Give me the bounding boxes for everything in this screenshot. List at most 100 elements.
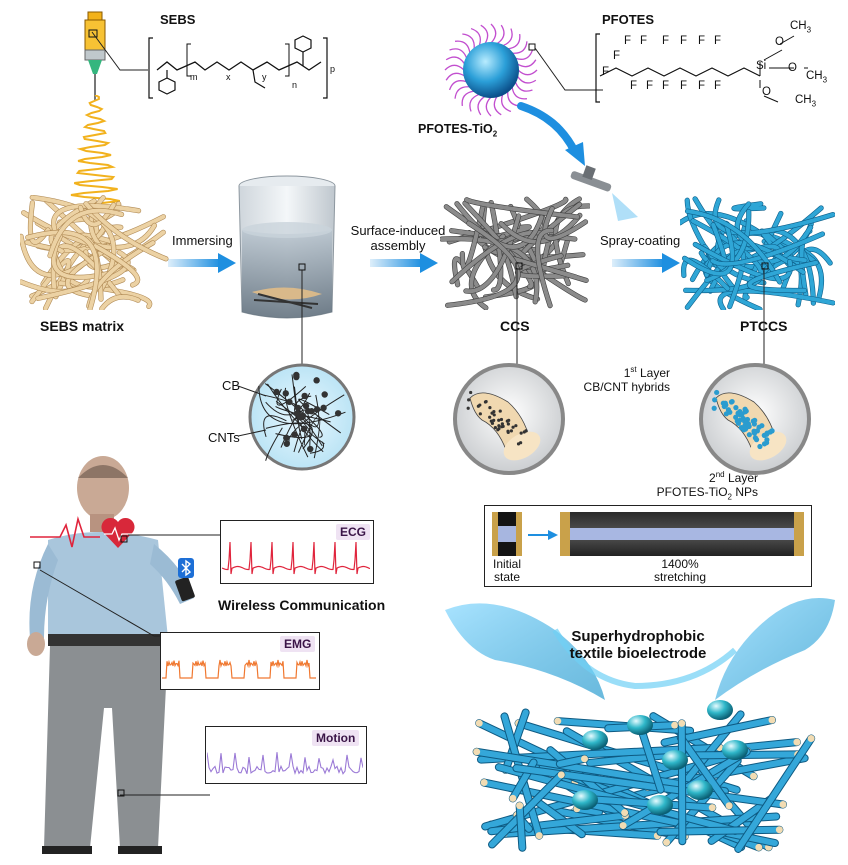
wireless-label: Wireless Communication [218, 597, 386, 613]
pfotes-atom-si: Si [756, 60, 767, 72]
cnts-pointer [238, 429, 267, 437]
emg-callout-line [39, 569, 162, 637]
ccs-image [440, 196, 590, 310]
cb-pointer [238, 385, 267, 397]
ecg-title: ECG [336, 524, 371, 540]
splash-line1: Superhydrophobic [571, 628, 705, 645]
pfotes-atom-f: F [714, 35, 722, 47]
layer2-suffix: NPs [731, 484, 758, 499]
pfotes-atom-o: O [775, 36, 784, 48]
layer2-sub: 2 [727, 492, 732, 502]
pfotes-tio2-text: PFOTES-TiO [418, 122, 493, 136]
pfotes-atom-o: O [762, 86, 771, 98]
layer2-sup: nd [715, 470, 725, 479]
motion-callout-line [120, 794, 210, 796]
layer1-label: 1st Layer CB/CNT hybrids [560, 365, 670, 395]
pfotes-tio2-particle [444, 23, 538, 117]
layer2-label: 2nd Layer PFOTES-TiO2 NPs [648, 470, 758, 501]
splash-line2: textile bioelectrode [569, 645, 707, 663]
pfotes-ch3-3: CH3 [795, 94, 816, 108]
stretched-sample [560, 512, 804, 556]
initial-sample [492, 512, 522, 556]
layer2-num: 2 [709, 471, 716, 485]
pfotes-atom-f: F [630, 80, 638, 92]
initial-line1: Initial [492, 557, 521, 571]
pfotes-atom-f: F [624, 35, 632, 47]
layer1-rest: Layer [636, 366, 670, 380]
person-illustration [27, 456, 195, 854]
sebs-matrix-image [20, 195, 169, 310]
ptccs-zoom-line [763, 268, 765, 368]
pfotes-ch3-2: CH3 [806, 70, 827, 84]
pfotes-atom-f: F [646, 80, 654, 92]
pfotes-atom-f: F [602, 66, 610, 78]
pfotes-atom-f: F [698, 80, 706, 92]
stretch-arrow [528, 530, 558, 540]
sebs-sub-n: n [292, 80, 298, 90]
arrow-assembly [370, 253, 438, 273]
layer1-line1: 1st Layer [560, 365, 670, 381]
immersing-label: Immersing [172, 233, 233, 248]
pfotes-structure [595, 33, 808, 103]
ccs-label: CCS [500, 318, 530, 334]
surface-assembly-label: Surface-induced assembly [350, 223, 446, 254]
ccs-zoom-line [516, 268, 518, 368]
motion-trace [207, 752, 363, 776]
pfotes-atom-f: F [698, 35, 706, 47]
layer1-sup: st [630, 365, 637, 374]
layer2-line1: 2nd Layer [648, 470, 758, 486]
pfotes-tio2-sub: 2 [492, 129, 498, 139]
electrospinning-jet [70, 95, 120, 206]
cnts-label: CNTs [208, 430, 240, 445]
heart-ecg-overlay [30, 515, 100, 548]
initial-state-label: Initial state [486, 557, 528, 585]
bluetooth-icon [178, 558, 194, 578]
pfotes-title: PFOTES [602, 12, 655, 27]
sebs-sub-y: y [262, 72, 267, 82]
ptccs-zoom-circle [699, 363, 811, 475]
sebs-matrix-label: SEBS matrix [40, 318, 125, 334]
surface-line2: assembly [370, 237, 426, 253]
ch: CH [795, 94, 812, 106]
layer2-line2: PFOTES-TiO2 NPs [648, 484, 758, 502]
sebs-title: SEBS [160, 12, 196, 27]
sebs-structure [148, 35, 328, 99]
pfotes-atom-f: F [680, 80, 688, 92]
ecg-callout-line [128, 534, 222, 536]
pfotes-atom-f: F [640, 35, 648, 47]
pfotes-atom-f: F [714, 80, 722, 92]
callout-line-pfotes [528, 43, 603, 91]
layer2-text: PFOTES-TiO [656, 484, 728, 499]
sub-3: 3 [822, 75, 828, 85]
surface-line1: Surface-induced [350, 223, 446, 238]
pfotes-atom-f: F [662, 35, 670, 47]
bioelectrode-splash-image [445, 598, 835, 853]
ch: CH [806, 70, 823, 82]
layer1-line2: CB/CNT hybrids [583, 379, 670, 394]
beaker-image [238, 175, 336, 319]
pfotes-ch3-1: CH3 [790, 20, 811, 34]
sebs-sub-m: m [190, 72, 198, 82]
arrow-immersing [168, 253, 236, 273]
sebs-sub-p: p [330, 64, 336, 74]
initial-line2: state [493, 570, 520, 585]
motion-title: Motion [312, 730, 360, 746]
sub-3: 3 [806, 25, 812, 35]
airbrush-icon [570, 165, 638, 221]
pfotes-atom-f: F [662, 80, 670, 92]
spray-coating-label: Spray-coating [600, 233, 681, 248]
layer2-rest: Layer [724, 471, 758, 485]
ccs-zoom-circle [453, 363, 565, 475]
callout-line-beaker [301, 270, 303, 366]
arrow-spray [612, 253, 680, 273]
ecg-trace [222, 541, 370, 575]
sebs-sub-x: x [226, 72, 231, 82]
stretch-word: stretching [653, 570, 707, 585]
ptccs-image [680, 196, 835, 310]
emg-title: EMG [280, 636, 316, 652]
pfotes-atom-f: F [613, 50, 621, 62]
emg-trace [162, 659, 316, 679]
pfotes-tio2-label: PFOTES-TiO2 [418, 122, 497, 139]
sub-3: 3 [811, 99, 817, 109]
superhydrophobic-label: Superhydrophobic textile bioelectrode [548, 628, 728, 663]
